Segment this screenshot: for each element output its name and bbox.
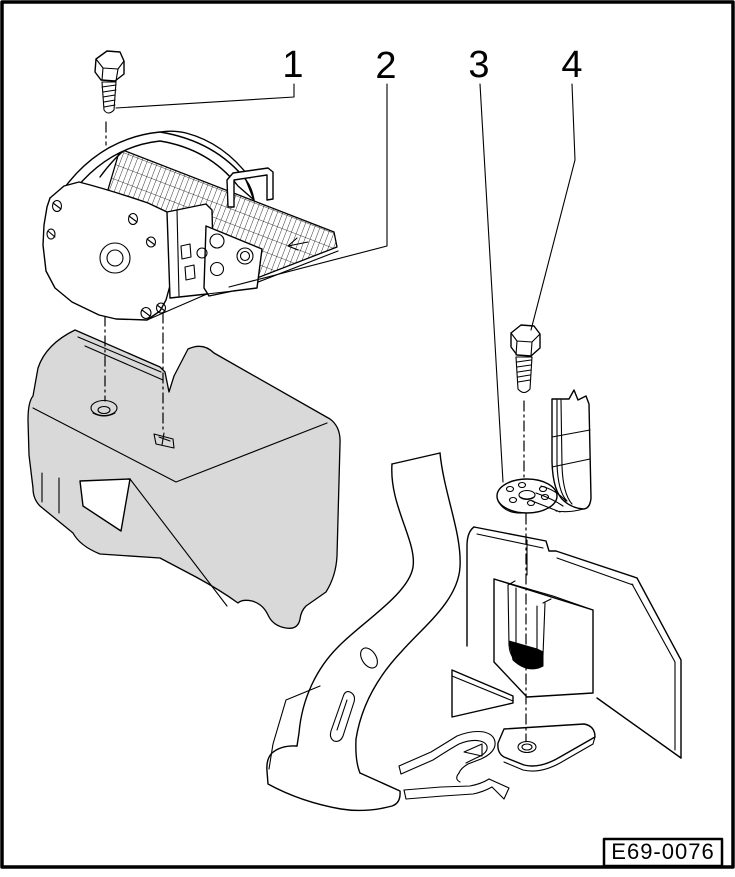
pillar-right-edge xyxy=(355,452,461,774)
pump-cover-band xyxy=(49,131,255,204)
tab-hole-inner xyxy=(521,743,533,751)
reference-code-text: E69-0076 xyxy=(611,839,714,864)
callout-2-leader xyxy=(228,83,388,288)
bracket-face-edge xyxy=(32,407,328,483)
callouts: 1 2 3 4 xyxy=(115,44,583,483)
mounting-tab xyxy=(497,723,596,767)
hook-clip xyxy=(398,730,510,800)
bracket-slot xyxy=(153,432,175,449)
housing-top-edge xyxy=(493,578,594,611)
strap-cross-lines xyxy=(551,429,591,468)
callout-4-label: 4 xyxy=(561,44,582,86)
strap-fan-lines xyxy=(531,485,584,513)
pillar-flange xyxy=(268,685,321,770)
callout-2-label: 2 xyxy=(375,45,396,87)
direction-arrow xyxy=(287,237,309,251)
bracket-inner-edge xyxy=(129,478,228,607)
bolt2-threads xyxy=(515,356,533,394)
bolt2-head-facets xyxy=(510,332,541,357)
rail-bar-edge xyxy=(451,675,514,702)
pillar-slot-hole xyxy=(329,691,356,742)
plate-holes xyxy=(505,481,550,507)
bolt1-threads xyxy=(101,81,117,114)
tab-thickness xyxy=(503,736,596,772)
bracket-flange-line xyxy=(84,345,164,381)
panel-right-edge xyxy=(636,577,682,759)
lower-bolt xyxy=(510,324,541,394)
module-holes xyxy=(196,233,254,277)
strap-inner-lines xyxy=(556,399,573,505)
upper-bolt xyxy=(94,50,125,114)
bracket-hole-shadow xyxy=(92,412,116,417)
pillar-foot xyxy=(266,745,401,812)
callout-4-leader xyxy=(530,83,576,331)
callout-1-label: 1 xyxy=(282,44,303,86)
panel-top-edge xyxy=(473,526,638,579)
bracket-notch xyxy=(79,478,131,532)
motor-boss-inner xyxy=(106,249,124,267)
bracket-flange-line xyxy=(77,336,162,373)
bracket-leg-lines xyxy=(41,472,60,514)
motor-boss xyxy=(99,242,131,274)
pillar-left-edge xyxy=(296,463,415,747)
body-structure xyxy=(266,452,682,812)
tab-hole xyxy=(517,740,537,754)
u-channel-arm-tops xyxy=(507,580,552,604)
reference-code: E69-0076 xyxy=(602,837,724,868)
callout-3-label: 3 xyxy=(468,44,489,86)
plate-thickness xyxy=(497,500,524,514)
panel-top-flange xyxy=(476,533,634,586)
retaining-bracket xyxy=(496,389,592,514)
mounting-bracket xyxy=(27,329,341,629)
pillar-top-cut xyxy=(391,452,441,465)
abs-hydraulic-unit xyxy=(42,130,339,321)
valve-block-line xyxy=(176,209,180,297)
unit-lower-edge xyxy=(146,290,234,321)
bolt2-head xyxy=(510,324,541,357)
pillar-round-hole xyxy=(360,647,378,669)
panel-right-flange xyxy=(631,583,676,751)
bracket-bolt-hole-inner xyxy=(97,405,111,415)
reference-code-box xyxy=(602,837,724,868)
retaining-staple xyxy=(226,167,274,208)
pump-cover-edge xyxy=(245,179,255,201)
callout-3-leader xyxy=(479,83,504,483)
bolt1-head-facets xyxy=(95,58,125,82)
motor-screws xyxy=(46,199,167,320)
valve-block-ports xyxy=(180,243,196,281)
bracket-strap xyxy=(551,389,592,510)
panel-left-edge xyxy=(466,526,475,647)
callout-1-leader xyxy=(115,83,295,109)
panel-bottom-edge xyxy=(596,697,682,759)
